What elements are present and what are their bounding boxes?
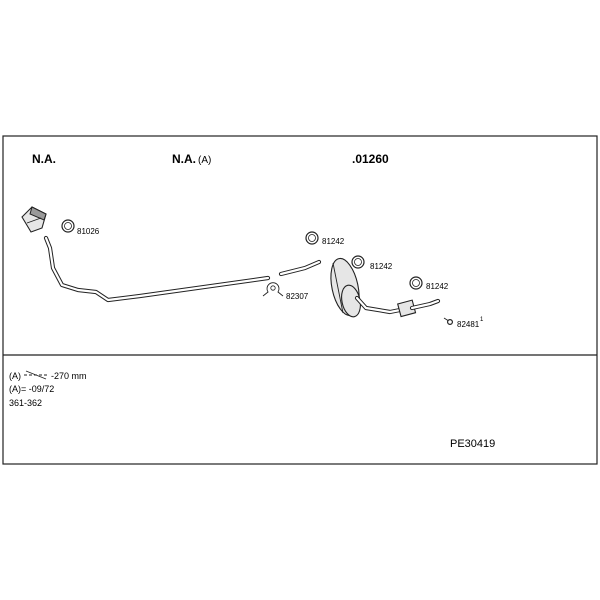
front-pipe: [21, 206, 271, 303]
part-81242-top: [305, 231, 319, 245]
part-82307: [262, 282, 284, 297]
part-label-82481: 82481: [457, 320, 480, 329]
part-label-82481-sup: 1: [480, 317, 484, 323]
part-label-82307: 82307: [286, 292, 309, 301]
rear-silencer: [397, 298, 441, 318]
diagram-frame: [2, 135, 598, 465]
part-label-81242-right: 81242: [426, 282, 449, 291]
header-code: .01260: [352, 152, 389, 166]
note-line2: (A)= -09/72: [9, 384, 54, 394]
part-81026: [61, 219, 75, 233]
front-flange: [21, 206, 47, 233]
header-na-2-suffix: (A): [198, 155, 211, 166]
header-na-1: N.A.: [32, 152, 56, 166]
part-81242-mid: [351, 255, 365, 269]
note-line1-prefix: (A): [9, 371, 21, 381]
part-label-81026: 81026: [77, 227, 100, 236]
note-line3: 361-362: [9, 398, 42, 408]
part-label-81242-mid: 81242: [370, 262, 393, 271]
note-line1-value: -270 mm: [51, 371, 87, 381]
header-na-2: N.A.: [172, 152, 196, 166]
diagram-code: PE30419: [450, 438, 495, 450]
part-82481: [443, 317, 454, 326]
middle-silencer: [278, 257, 403, 318]
part-81242-right: [409, 276, 423, 290]
pipe-length-icon: [24, 370, 48, 380]
part-label-81242-top: 81242: [322, 237, 345, 246]
